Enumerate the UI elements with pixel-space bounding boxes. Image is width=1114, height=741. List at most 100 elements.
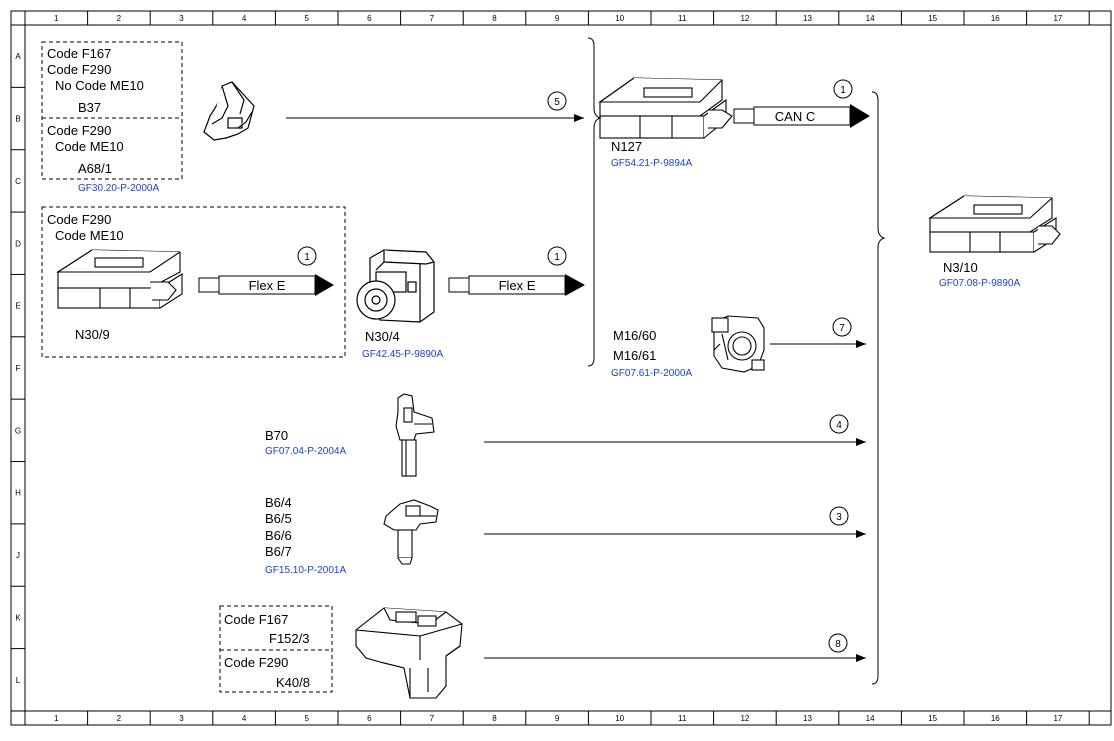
marker-1-circle-b <box>297 246 317 266</box>
grid-column-ticks-bottom <box>24 711 1090 725</box>
n127-reference[interactable]: GF54.21-P-9894A <box>611 158 692 169</box>
grid-row-label: L <box>16 676 21 685</box>
grid-column-ticks-top <box>24 11 1090 25</box>
grid-column-label: 13 <box>803 14 812 23</box>
marker-1-text-c: 1 <box>554 252 560 263</box>
flex-e-bus-connector-2: Flex E <box>448 274 585 296</box>
b70-label: B70 <box>265 428 288 443</box>
throttle-actuator-icon <box>711 315 765 373</box>
marker-5-circle <box>547 91 567 111</box>
flex-e-label-2: Flex E <box>499 278 536 293</box>
grid-column-label: 17 <box>1053 14 1062 23</box>
marker-1-text-b: 1 <box>304 252 310 263</box>
b6-6-label: B6/6 <box>265 528 292 543</box>
grid-row-label: J <box>16 551 20 560</box>
control-unit-n127-icon <box>598 77 733 139</box>
pedal-sensor-icon <box>203 81 255 141</box>
marker-1-circle-a <box>833 79 853 99</box>
f152-code-f167: Code F167 <box>224 612 288 627</box>
a68-code-f290: Code F290 <box>47 123 111 138</box>
grid-column-label: 5 <box>304 14 309 23</box>
n30-9-label: N30/9 <box>75 327 110 342</box>
b37-code-f290: Code F290 <box>47 62 111 77</box>
grid-column-label: 1 <box>54 14 59 23</box>
grid-row-label: C <box>15 177 21 186</box>
grid-column-label: 17 <box>1053 714 1062 723</box>
grid-column-label: 12 <box>740 714 749 723</box>
n127-label: N127 <box>611 139 642 154</box>
grid-row-label: K <box>15 613 21 622</box>
grid-column-label: 1 <box>54 714 59 723</box>
grid-column-label: 8 <box>492 714 497 723</box>
grid-column-label: 4 <box>242 714 247 723</box>
b6-reference[interactable]: GF15.10-P-2001A <box>265 565 346 576</box>
f152-label: F152/3 <box>269 631 309 646</box>
grid-column-label: 13 <box>803 714 812 723</box>
input-brace-n127 <box>587 37 602 367</box>
grid-column-label: 11 <box>678 14 687 23</box>
grid-row-label: B <box>15 115 20 124</box>
b6-5-label: B6/5 <box>265 511 292 526</box>
b37-a68-group-box <box>41 41 183 180</box>
grid-column-label: 4 <box>242 14 247 23</box>
n3-10-reference[interactable]: GF07.08-P-9890A <box>939 278 1020 289</box>
a68-code-me10: Code ME10 <box>55 139 124 154</box>
grid-column-label: 16 <box>991 14 1000 23</box>
grid-column-label: 2 <box>117 14 122 23</box>
m16-reference[interactable]: GF07.61-P-2000A <box>611 368 692 379</box>
n30-9-code-me10: Code ME10 <box>55 228 124 243</box>
grid-column-label: 7 <box>430 14 435 23</box>
b37-label: B37 <box>78 100 101 115</box>
m16-61-label: M16/61 <box>613 348 656 363</box>
grid-row-label: D <box>15 239 21 248</box>
n3-10-label: N3/10 <box>943 260 978 275</box>
a68-label: A68/1 <box>78 161 112 176</box>
f152-k40-group-box <box>219 605 333 693</box>
n30-9-code-f290: Code F290 <box>47 212 111 227</box>
grid-column-label: 10 <box>615 14 624 23</box>
marker-1-text-a: 1 <box>840 85 846 96</box>
grid-row-label: G <box>15 426 21 435</box>
marker-7-circle <box>832 317 852 337</box>
k40-label: K40/8 <box>276 675 310 690</box>
grid-column-label: 16 <box>991 714 1000 723</box>
marker-3-text: 3 <box>836 512 842 523</box>
b70-reference[interactable]: GF07.04-P-2004A <box>265 446 346 457</box>
n30-9-group-box <box>41 206 346 358</box>
grid-row-ticks <box>11 24 25 712</box>
drawing-frame <box>10 10 1112 726</box>
n30-4-reference[interactable]: GF42.45-P-9890A <box>362 349 443 360</box>
grid-row-label: E <box>15 302 20 311</box>
b37-code-f167: Code F167 <box>47 46 111 61</box>
grid-column-label: 12 <box>740 14 749 23</box>
grid-row-label: H <box>15 489 21 498</box>
grid-column-label: 6 <box>367 714 372 723</box>
grid-column-label: 3 <box>179 714 184 723</box>
flex-e-label-1: Flex E <box>249 278 286 293</box>
grid-column-label: 5 <box>304 714 309 723</box>
hydraulic-unit-n30-4-icon <box>356 249 435 323</box>
code-group-boxes <box>41 41 346 693</box>
grid-column-label: 15 <box>928 14 937 23</box>
b37-no-code-me10: No Code ME10 <box>55 78 144 93</box>
grid-column-label: 15 <box>928 714 937 723</box>
grid-column-label: 6 <box>367 14 372 23</box>
can-c-bus-connector: CAN C <box>733 104 870 128</box>
grid-column-label: 14 <box>866 14 875 23</box>
b6-4-label: B6/4 <box>265 495 292 510</box>
k40-code-f290: Code F290 <box>224 655 288 670</box>
grid-column-label: 9 <box>555 14 560 23</box>
marker-3-circle <box>829 506 849 526</box>
m16-60-label: M16/60 <box>613 328 656 343</box>
marker-5-text: 5 <box>554 97 560 108</box>
can-c-label: CAN C <box>775 109 815 124</box>
marker-1-circle-c <box>547 246 567 266</box>
a68-reference[interactable]: GF30.20-P-2000A <box>78 183 159 194</box>
grid-column-label: 7 <box>430 714 435 723</box>
marker-7-text: 7 <box>839 323 845 334</box>
grid-column-label: 2 <box>117 714 122 723</box>
camshaft-sensor-icon <box>383 499 439 565</box>
marker-8-text: 8 <box>835 639 841 650</box>
